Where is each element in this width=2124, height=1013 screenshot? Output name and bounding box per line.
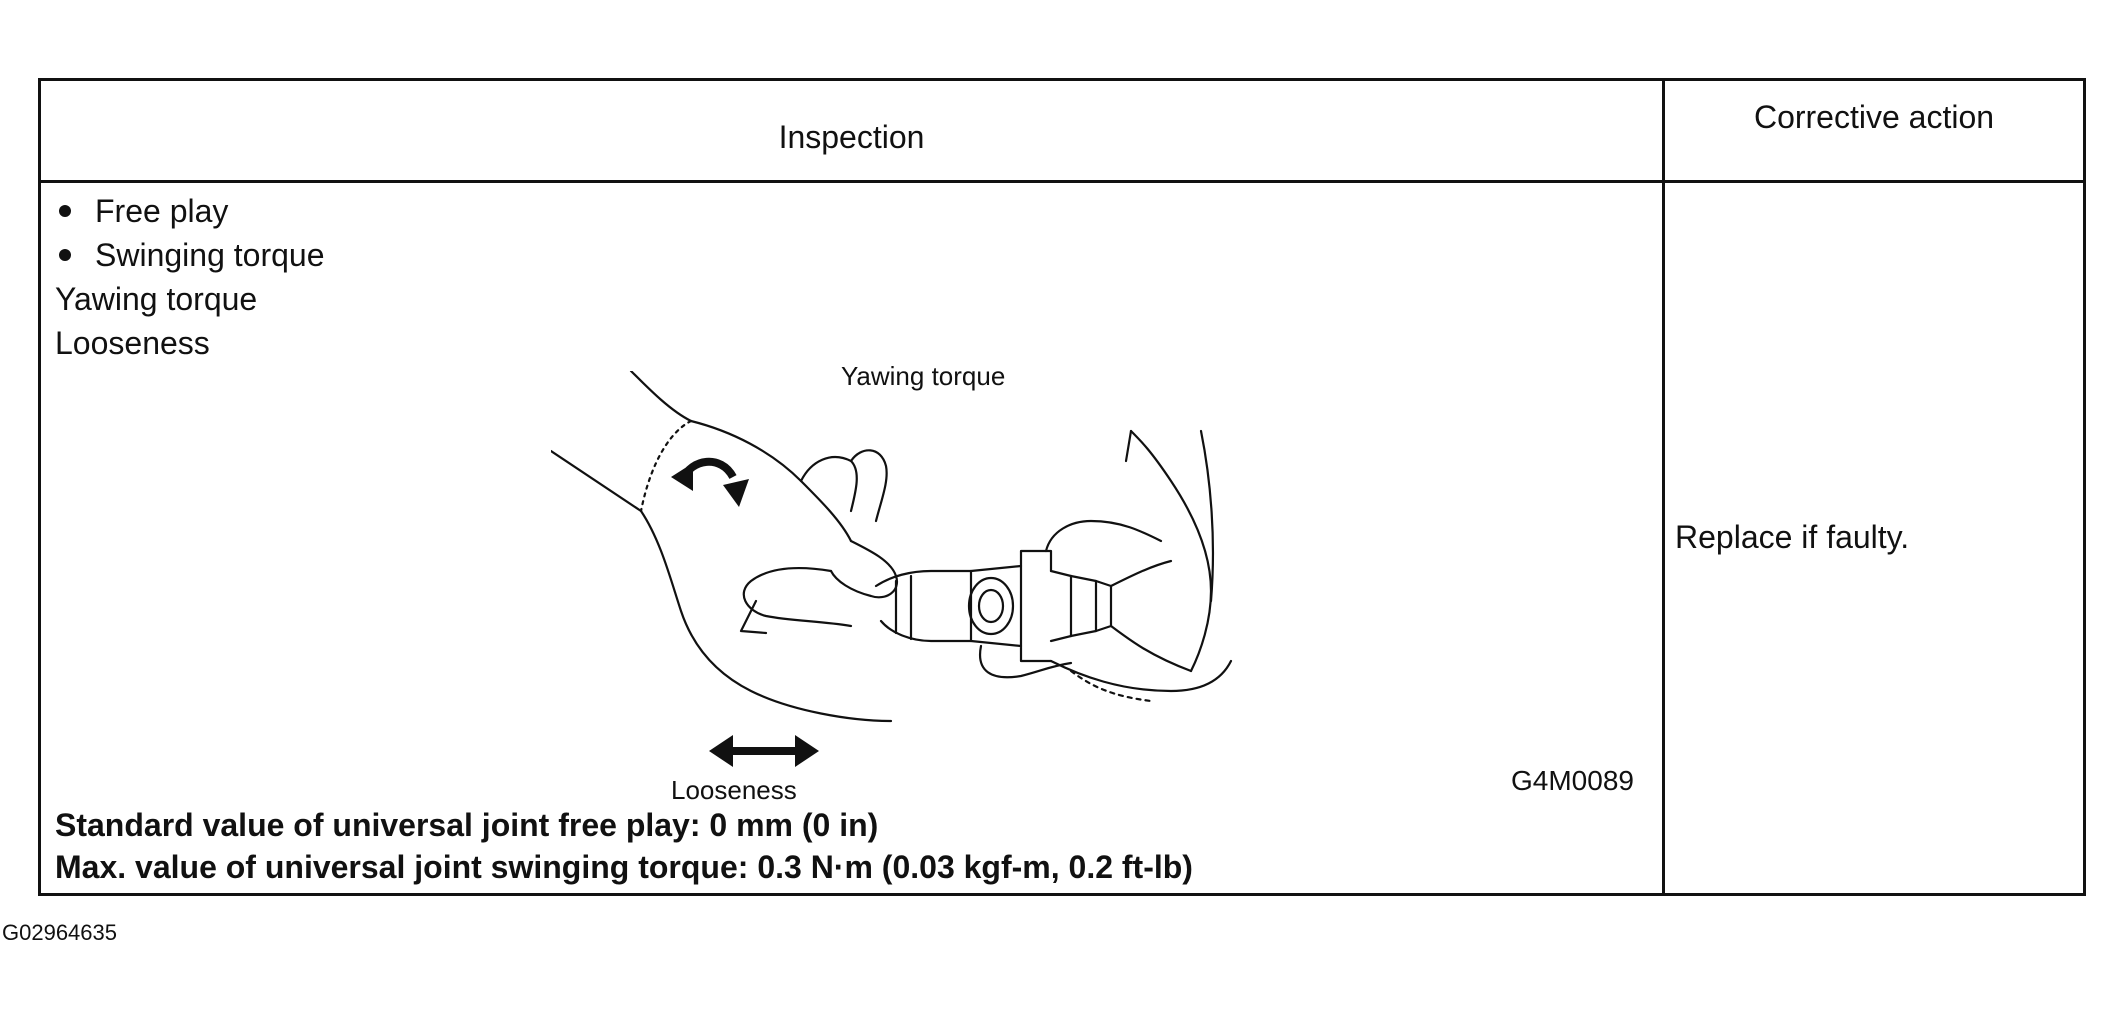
hands-joint-drawing xyxy=(549,369,1233,723)
universal-joint-illustration: Yawing torque Looseness xyxy=(549,361,1251,831)
subitem-looseness: Looseness xyxy=(55,325,210,361)
header-inspection: Inspection xyxy=(778,119,925,155)
bullet-icon xyxy=(59,205,71,217)
document-code: G02964635 xyxy=(2,920,117,945)
list-item: Free play xyxy=(55,189,324,233)
bullet-icon xyxy=(59,249,71,261)
item-free-play: Free play xyxy=(95,193,229,229)
yawing-arrow-icon xyxy=(671,457,749,507)
corrective-action-text: Replace if faulty. xyxy=(1675,519,1910,555)
column-divider xyxy=(1662,81,1665,893)
inspection-table: Inspection Corrective action Free play S… xyxy=(38,78,2086,896)
spec-free-play: Standard value of universal joint free p… xyxy=(55,807,879,843)
subitem-yawing-torque: Yawing torque xyxy=(55,281,258,317)
looseness-arrow-icon xyxy=(709,735,819,767)
label-looseness: Looseness xyxy=(671,775,797,805)
spec-swinging-torque: Max. value of universal joint swinging t… xyxy=(55,849,1193,885)
spec-values: Standard value of universal joint free p… xyxy=(55,804,1193,888)
item-swinging-torque: Swinging torque xyxy=(95,237,325,273)
list-item: Swinging torque xyxy=(55,233,324,277)
header-corrective-action: Corrective action xyxy=(1753,98,1995,135)
header-divider xyxy=(41,180,2083,183)
label-yawing-torque: Yawing torque xyxy=(841,361,1006,391)
figure-code: G4M0089 xyxy=(1511,765,1634,796)
inspection-items: Free play Swinging torque Yawing torque … xyxy=(55,189,324,365)
